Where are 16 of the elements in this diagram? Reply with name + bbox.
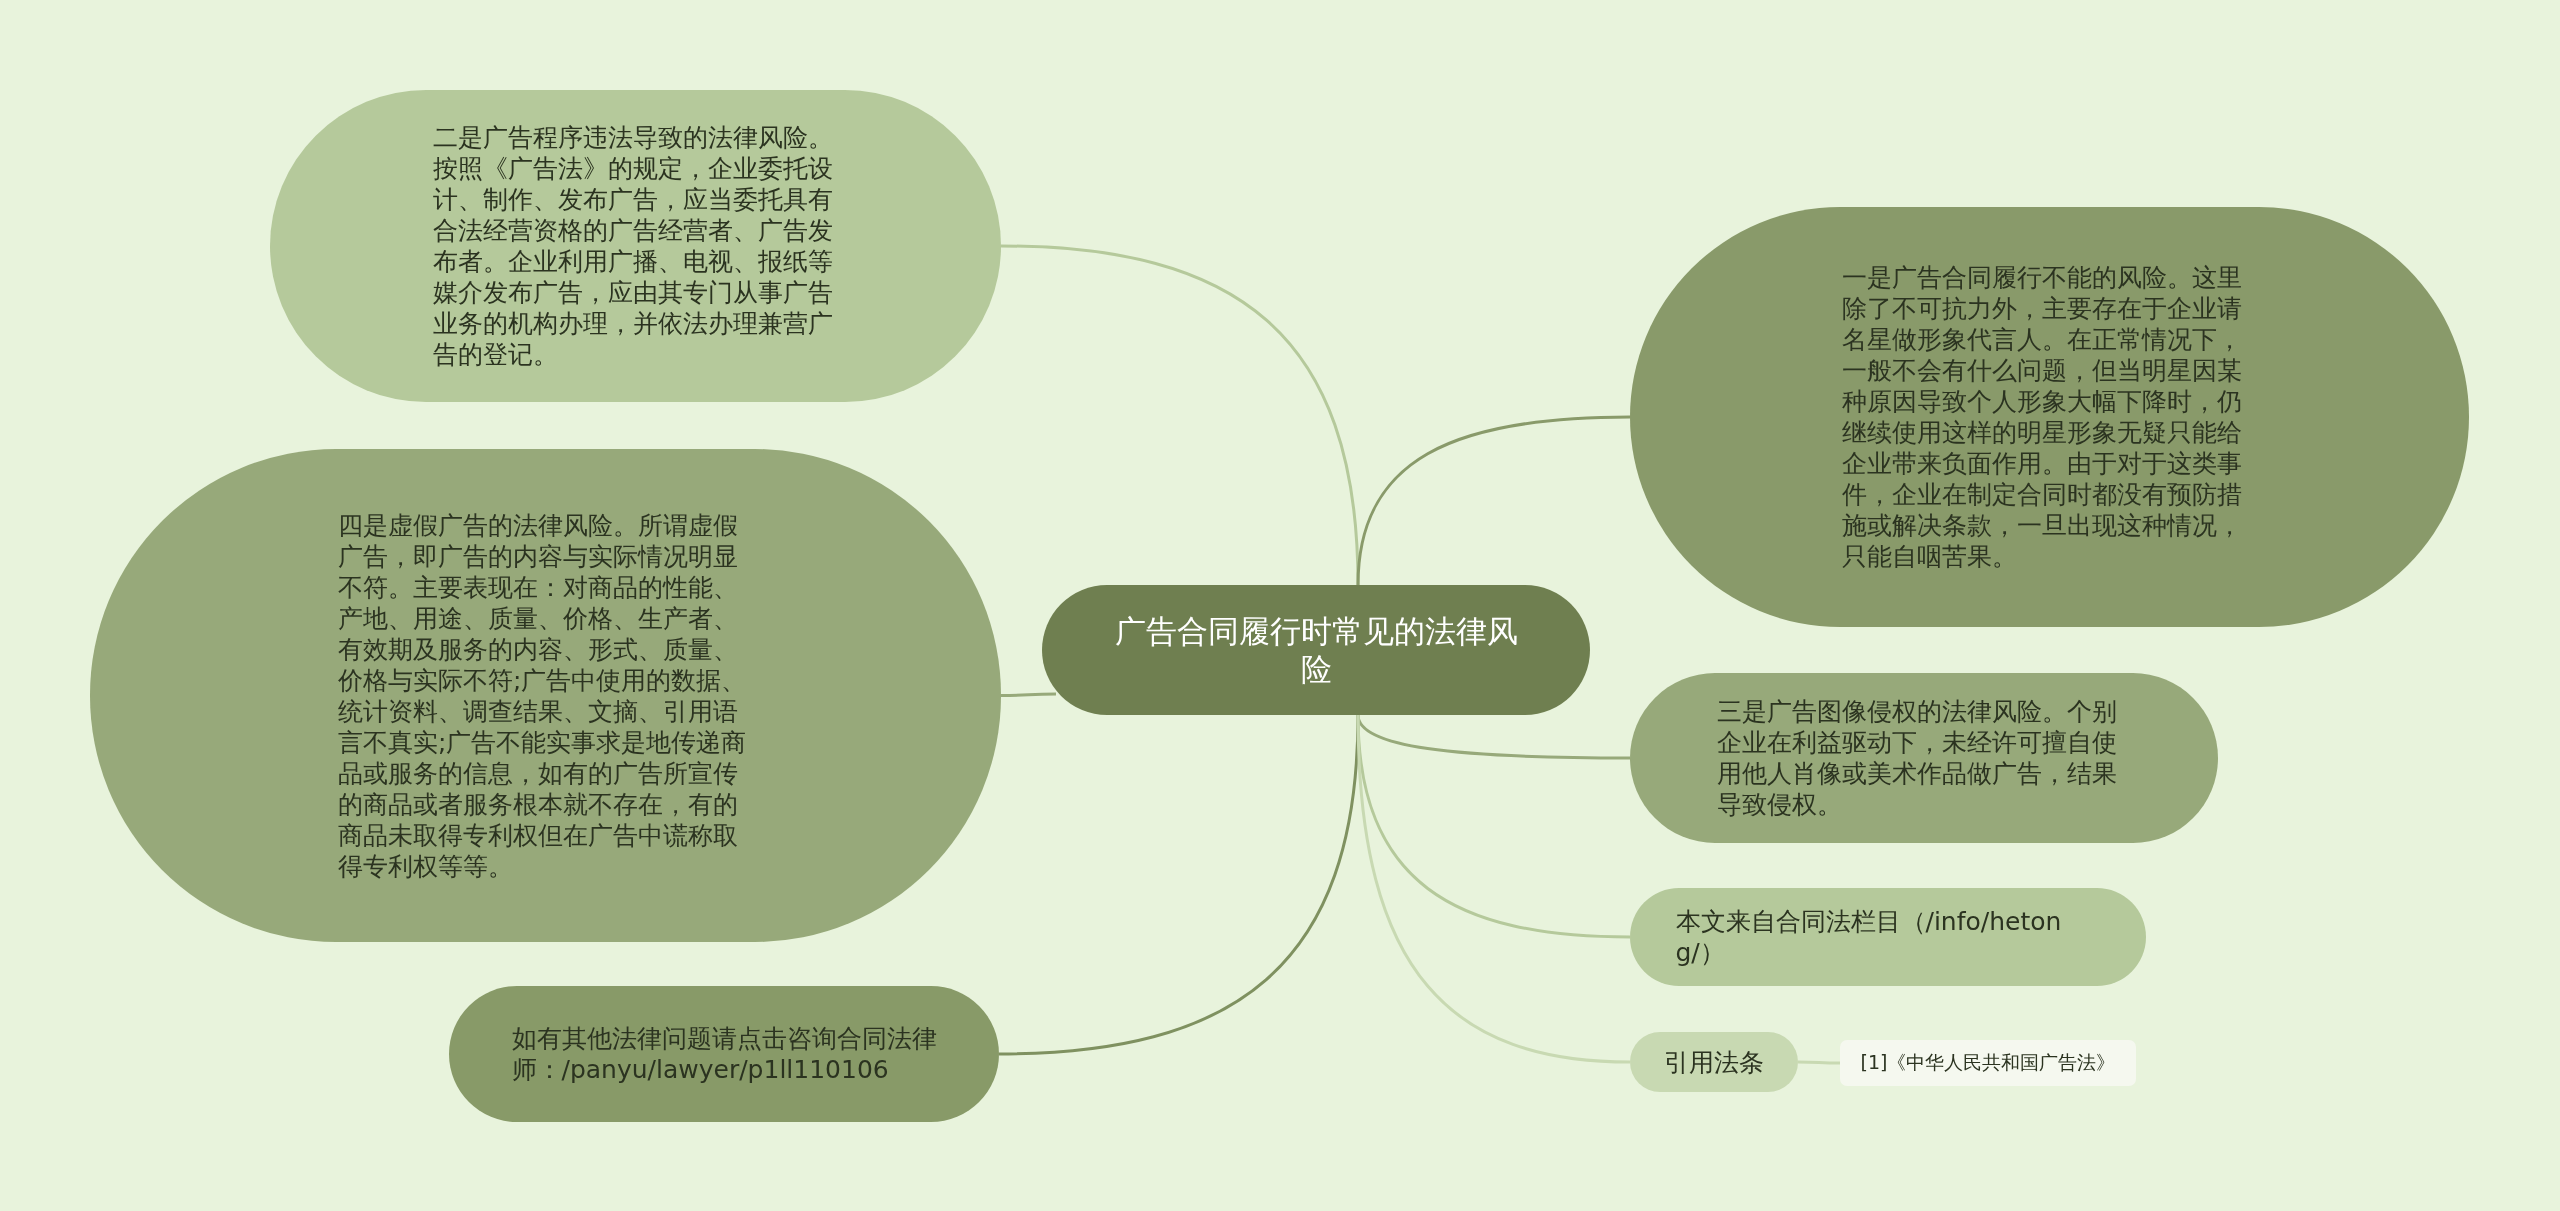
connector-line xyxy=(998,714,1360,1056)
topic-text: 四是虚假广告的法律风险。所谓虚假广告，即广告的内容与实际情况明显不符。主要表现在：对商品的性能、产地、用途、质量、价格、生产者、有效期及服务的内容、形式、质量、价格与实际不符;广告中使用的数据、统计资料、调查结果、文摘、引用语言不真实;广告不能实事求是地传递商品或服务的信息，如有的广告所宣传的商品或者服务根本就不存在，有的商品未取得专利权但在广告中谎称取得专利权等等。 xyxy=(338,509,748,882)
connector-line xyxy=(1000,244,1360,586)
connector-line xyxy=(1001,692,1056,697)
topic-text: [1]《中华人民共和国广告法》 xyxy=(1860,1051,2116,1075)
topic-text: 二是广告程序违法导致的法律风险。按照《广告法》的规定，企业委托设计、制作、发布广告，应当委托具有合法经营资格的广告经营者、广告发布者。企业利用广播、电视、报纸等媒介发布广告，应由其专门从事广告业务的机构办理，并依法办理兼营广告的登记。 xyxy=(433,122,834,370)
topic-text: 一是广告合同履行不能的风险。这里除了不可抗力外，主要存在于企业请名星做形象代言人。在正常情况下，一般不会有什么问题，但当明星因某种原因导致个人形象大幅下降时，仍继续使用这样的明星形象无疑只能给企业带来负面作用。由于对于这类事件，企业在制定合同时都没有预防措施或解决条款，一旦出现这种情况，只能自咽苦果。 xyxy=(1842,262,2243,572)
connector-line xyxy=(1798,1060,1840,1065)
topic-text: 三是广告图像侵权的法律风险。个别企业在利益驱动下，未经许可擅自使用他人肖像或美术作品做广告，结果导致侵权。 xyxy=(1716,696,2118,820)
topic-text: 如有其他法律问题请点击咨询合同法律师：/panyu/lawyer/p1ll110106 xyxy=(511,1023,937,1085)
topic-text: 引用法条 xyxy=(1664,1046,1764,1078)
topic-title: 广告合同履行时常见的法律风险 xyxy=(1113,611,1519,689)
connector-line xyxy=(1356,415,1631,586)
connector-line xyxy=(1356,714,1631,1064)
reference-tag xyxy=(1840,1040,2136,1086)
topic-text: 本文来自合同法栏目（/info/hetong/） xyxy=(1675,906,2063,968)
